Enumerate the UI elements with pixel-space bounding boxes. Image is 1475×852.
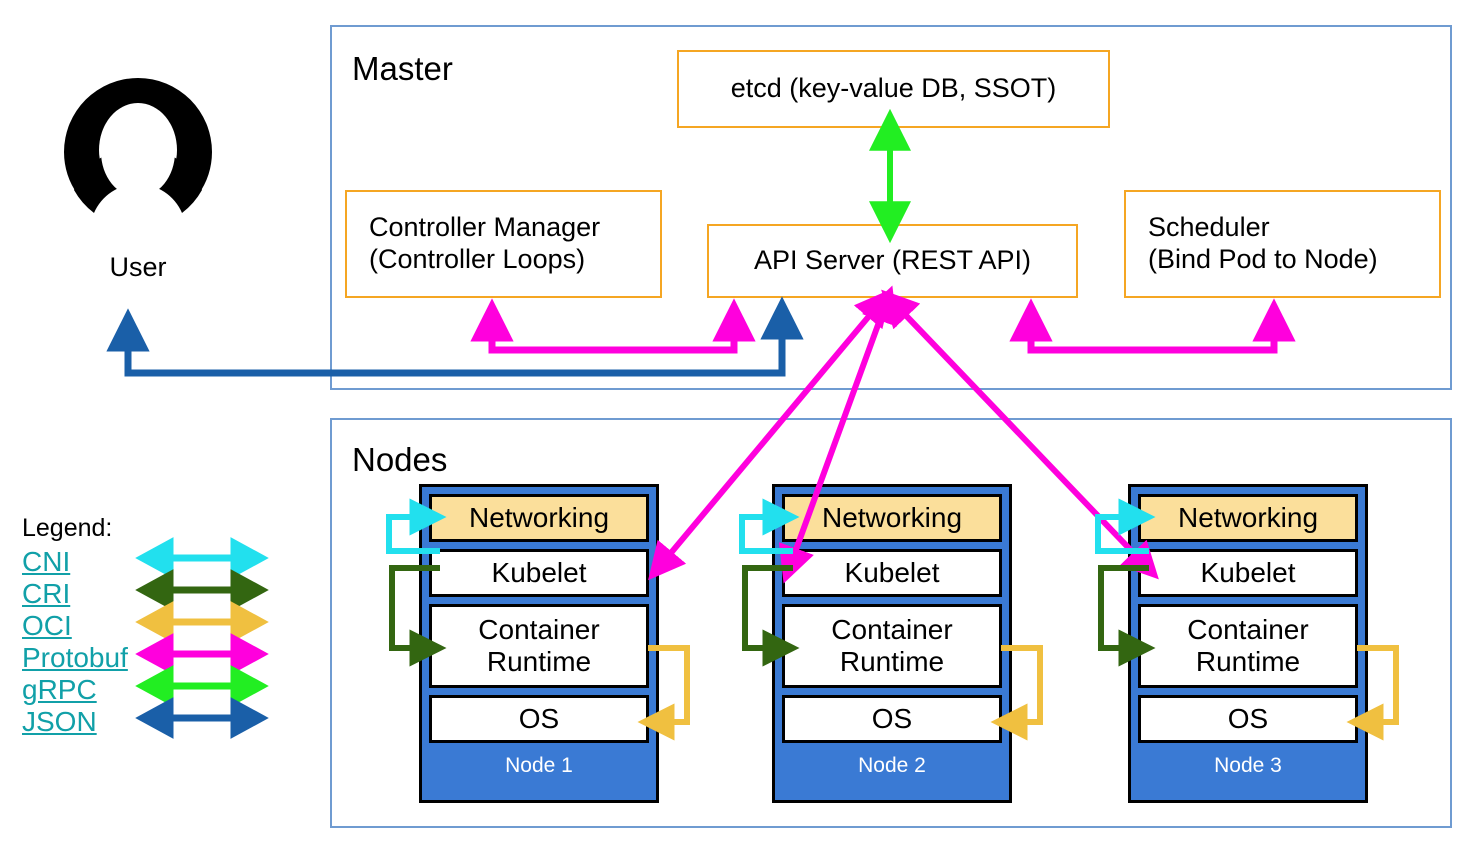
legend-item-json[interactable]: JSON bbox=[22, 706, 97, 737]
node-layer-container-runtime-label-line2: Runtime bbox=[1195, 646, 1301, 677]
node-layer-kubelet[interactable]: Kubelet bbox=[1138, 549, 1358, 597]
node-name-label: Node 1 bbox=[505, 754, 573, 777]
etcd-box[interactable]: etcd (key-value DB, SSOT) bbox=[677, 50, 1110, 128]
node-layer-container-runtime[interactable]: Container Runtime bbox=[429, 604, 649, 688]
node-layer-networking[interactable]: Networking bbox=[1138, 494, 1358, 542]
scheduler-box[interactable]: Scheduler (Bind Pod to Node) bbox=[1124, 190, 1441, 298]
node-layer-os-label: OS bbox=[518, 703, 560, 735]
node-layer-container-runtime-label-line2: Runtime bbox=[486, 646, 592, 677]
legend-item-cri[interactable]: CRI bbox=[22, 578, 71, 609]
controller-manager-label-line2: (Controller Loops) bbox=[369, 244, 586, 274]
api-server-box[interactable]: API Server (REST API) bbox=[707, 224, 1078, 298]
node-layer-networking[interactable]: Networking bbox=[429, 494, 649, 542]
controller-manager-box[interactable]: Controller Manager (Controller Loops) bbox=[345, 190, 662, 298]
node-layer-os[interactable]: OS bbox=[429, 695, 649, 743]
node-layer-container-runtime-label-line2: Runtime bbox=[839, 646, 945, 677]
legend-item-oci[interactable]: OCI bbox=[22, 610, 72, 641]
node-name-label: Node 2 bbox=[858, 754, 926, 777]
legend-item-cni[interactable]: CNI bbox=[22, 546, 71, 577]
node-layer-container-runtime[interactable]: Container Runtime bbox=[1138, 604, 1358, 688]
user-label: User bbox=[109, 252, 167, 282]
node-card[interactable]: Networking Kubelet Container Runtime OS … bbox=[419, 484, 659, 803]
master-group-title: Master bbox=[352, 50, 453, 87]
node-layer-networking-label: Networking bbox=[1177, 502, 1319, 534]
node-layer-kubelet-label: Kubelet bbox=[1200, 557, 1296, 589]
node-layer-container-runtime-label-line1: Container bbox=[831, 614, 953, 646]
node-card[interactable]: Networking Kubelet Container Runtime OS … bbox=[1128, 484, 1368, 803]
node-layer-os-label: OS bbox=[1227, 703, 1269, 735]
node-layer-kubelet-label: Kubelet bbox=[491, 557, 587, 589]
node-layer-kubelet[interactable]: Kubelet bbox=[782, 549, 1002, 597]
node-layer-kubelet[interactable]: Kubelet bbox=[429, 549, 649, 597]
node-layer-kubelet-label: Kubelet bbox=[844, 557, 940, 589]
node-layer-container-runtime-label-line1: Container bbox=[1187, 614, 1309, 646]
legend-item-protobuf[interactable]: Protobuf bbox=[22, 642, 128, 673]
legend-item-grpc[interactable]: gRPC bbox=[22, 674, 97, 705]
etcd-label: etcd (key-value DB, SSOT) bbox=[730, 73, 1057, 104]
node-layer-container-runtime[interactable]: Container Runtime bbox=[782, 604, 1002, 688]
api-server-label: API Server (REST API) bbox=[753, 245, 1032, 276]
legend-title: Legend: bbox=[22, 514, 113, 542]
controller-manager-label-line1: Controller Manager bbox=[369, 212, 601, 243]
node-layer-networking[interactable]: Networking bbox=[782, 494, 1002, 542]
node-card[interactable]: Networking Kubelet Container Runtime OS … bbox=[772, 484, 1012, 803]
scheduler-label-line1: Scheduler bbox=[1148, 212, 1270, 243]
node-layer-networking-label: Networking bbox=[468, 502, 610, 534]
nodes-group-title: Nodes bbox=[352, 441, 448, 478]
node-layer-networking-label: Networking bbox=[821, 502, 963, 534]
user-avatar-icon bbox=[64, 78, 212, 226]
node-layer-os[interactable]: OS bbox=[1138, 695, 1358, 743]
scheduler-label-line2: (Bind Pod to Node) bbox=[1148, 244, 1378, 274]
node-layer-os[interactable]: OS bbox=[782, 695, 1002, 743]
node-name-label: Node 3 bbox=[1214, 754, 1282, 777]
node-layer-container-runtime-label-line1: Container bbox=[478, 614, 600, 646]
node-layer-os-label: OS bbox=[871, 703, 913, 735]
